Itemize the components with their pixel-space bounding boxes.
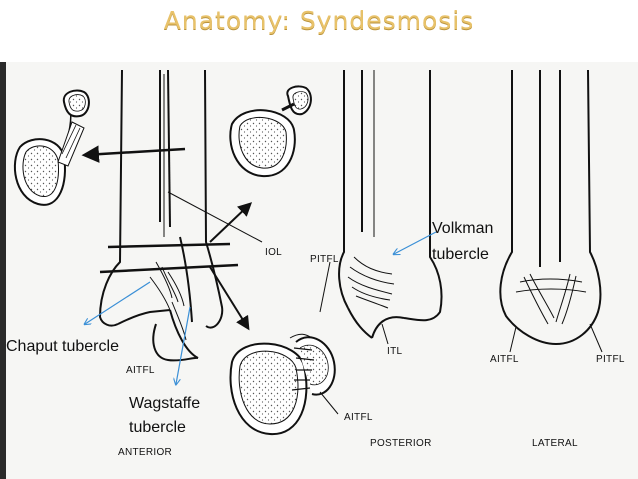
title-band [0, 50, 638, 62]
cross-section-mid [229, 85, 312, 178]
label-itl: ITL [387, 346, 403, 357]
aitfl-lateral-leader [509, 326, 517, 353]
label-pitfl-lateral: PITFL [596, 354, 625, 365]
label-iol: IOL [265, 247, 283, 258]
annotation-wagstaffe-line1: Wagstaffe [129, 395, 201, 412]
annotation-chaput: Chaput tubercle [6, 338, 119, 355]
cross-section-large [229, 333, 339, 436]
annotation-wagstaffe-line2: tubercle [129, 419, 186, 436]
cross-section-small [13, 89, 90, 206]
arrow-to-section-mid [209, 202, 253, 243]
section-line-lower [99, 263, 239, 274]
label-aitfl-section: AITFL [344, 412, 373, 423]
view-label-posterior: POSTERIOR [370, 438, 432, 449]
posterior-view [338, 70, 443, 339]
anatomy-drawing [0, 62, 603, 479]
view-label-anterior: ANTERIOR [118, 447, 173, 458]
pitfl-lateral-leader [589, 323, 603, 353]
label-pitfl-center: PITFL [310, 254, 339, 265]
view-label-lateral: LATERAL [532, 438, 578, 449]
volkman-pointer [394, 231, 437, 254]
syndesmosis-figure: ANTERIOR POSTERIOR LATERAL IOL PITFL AIT… [0, 62, 638, 479]
itl-leader [381, 323, 389, 345]
arrow-to-section-large [209, 266, 250, 331]
annotation-volkman-line2: tubercle [432, 246, 489, 263]
lateral-view [499, 69, 602, 346]
scan-edge [0, 62, 6, 479]
annotation-volkman-line1: Volkman [432, 220, 494, 237]
label-aitfl-lateral: AITFL [490, 354, 519, 365]
chaput-pointer [85, 281, 151, 324]
iol-leader [167, 191, 263, 243]
slide-title: Anatomy: Syndesmosis [163, 6, 475, 35]
section-line-upper [107, 242, 231, 249]
pitfl-leader [319, 261, 331, 313]
wagstaffe-pointer [176, 306, 191, 384]
anterior-view [98, 69, 224, 362]
label-aitfl-anterior: AITFL [126, 365, 155, 376]
